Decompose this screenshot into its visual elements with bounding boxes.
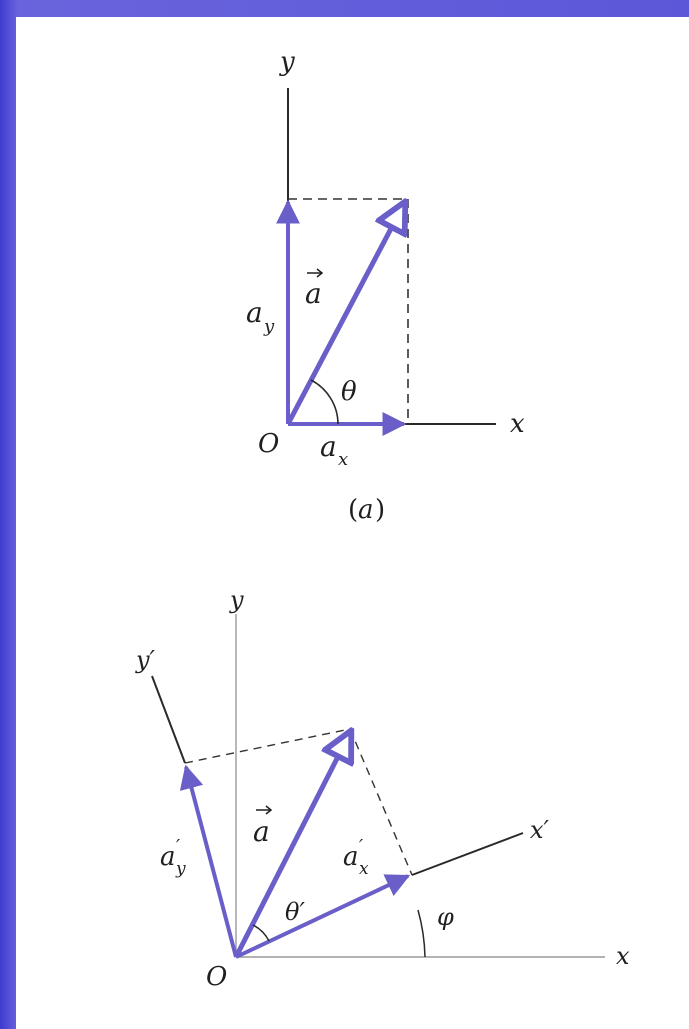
fig-a-origin-label: O <box>258 429 279 459</box>
fig-b-yp-axis-upper <box>151 675 186 764</box>
fig-a-theta-arc <box>310 379 339 425</box>
fig-b-y-label: y <box>229 586 244 614</box>
fig-a-caption-open: ( <box>348 495 358 525</box>
fig-b-origin-label: O <box>206 962 227 992</box>
fig-b-ayp-prime: ′ <box>176 836 180 857</box>
fig-b-ayp-sub: y <box>175 859 186 879</box>
figure-panel <box>16 17 689 1029</box>
fig-a-ay-sub: y <box>263 316 275 337</box>
fig-b-thetap-label: θ′ <box>285 898 305 926</box>
fig-a-vector-label: a <box>305 277 322 310</box>
fig-b-phi-label: φ <box>437 903 454 931</box>
fig-b-dashed-top <box>184 728 351 764</box>
fig-b-xp-label: x′ <box>530 816 550 844</box>
fig-b-axp-sub: x <box>359 859 369 879</box>
fig-b-thetap-arc <box>252 924 270 942</box>
fig-a-ax-base: a <box>320 430 337 463</box>
figure-b: y x y′ x′ O a a ′ y a ′ x θ′ φ <box>135 586 630 992</box>
fig-a-vector-a <box>285 204 404 426</box>
fig-a-ay-base: a <box>246 296 263 329</box>
fig-b-ayp-component <box>179 764 238 958</box>
figure-a: y x O a a y a x θ ( a ) <box>246 47 525 525</box>
fig-a-ax-sub: x <box>338 449 348 470</box>
fig-b-x-label: x <box>616 942 630 970</box>
fig-b-dashed-right <box>349 728 413 876</box>
fig-b-vector-accent-head <box>265 805 273 815</box>
fig-a-vector-accent-head <box>316 268 324 278</box>
fig-b-axp-prime: ′ <box>359 836 363 857</box>
fig-b-vector-label: a <box>253 815 270 848</box>
fig-b-ayp-base: a <box>160 842 176 872</box>
fig-b-xp-axis-outer <box>411 832 524 876</box>
fig-a-vector-label-group: a <box>305 268 324 310</box>
fig-a-caption-close: ) <box>375 495 385 525</box>
fig-b-yp-label: y′ <box>135 646 156 674</box>
fig-a-y-label: y <box>279 47 295 77</box>
fig-b-vector-label-group: a <box>253 805 273 848</box>
fig-a-theta-label: θ <box>341 377 357 407</box>
fig-a-caption: ( a ) <box>348 495 385 525</box>
fig-b-phi-arc <box>417 909 426 958</box>
fig-b-vector-a <box>233 733 350 959</box>
fig-b-axp-component <box>235 874 411 959</box>
fig-a-x-label: x <box>510 409 525 439</box>
fig-b-axp-base: a <box>343 842 359 872</box>
fig-a-caption-letter: a <box>358 495 374 525</box>
